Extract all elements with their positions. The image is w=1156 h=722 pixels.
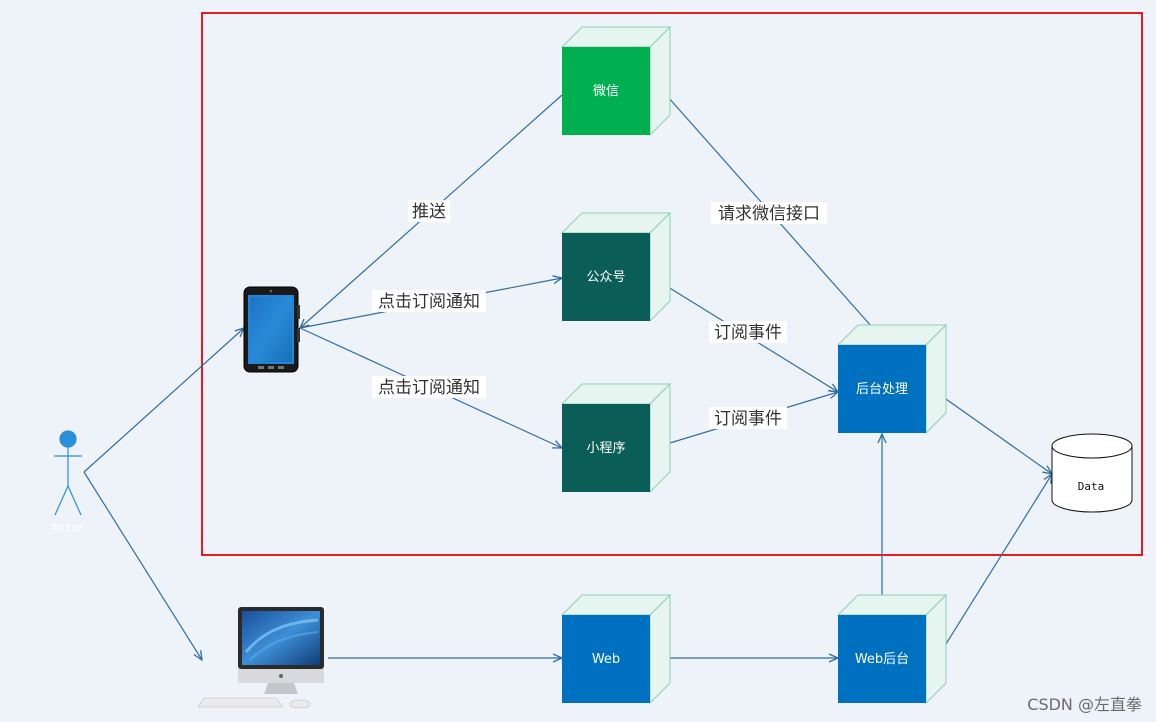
node-backend-face	[838, 345, 926, 433]
actor[interactable]: Actor	[51, 430, 85, 534]
node-backend[interactable]: 后台处理	[836, 323, 948, 435]
edge-label-subscribe-event-2: 订阅事件	[709, 407, 787, 429]
node-web-face	[562, 615, 650, 703]
svg-text:点击订阅通知: 点击订阅通知	[378, 292, 480, 312]
edge-backend-to-data	[935, 391, 1052, 474]
node-web-backend-label: Web后台	[855, 652, 909, 667]
node-wechat-label: 微信	[593, 84, 619, 99]
node-wechat-face	[562, 47, 650, 135]
node-data-label: Data	[1078, 480, 1105, 493]
edge-label-request-wechat-api: 请求微信接口	[711, 202, 827, 224]
node-web-label: Web	[592, 652, 620, 667]
svg-text:推送: 推送	[412, 202, 446, 222]
node-wechat[interactable]: 微信	[560, 25, 672, 137]
svg-text:订阅事件: 订阅事件	[714, 323, 782, 343]
edge-label-push: 推送	[408, 200, 450, 222]
node-mini-program-label: 小程序	[586, 441, 625, 456]
svg-text:点击订阅通知: 点击订阅通知	[378, 378, 480, 398]
mobile-phone-icon[interactable]	[243, 286, 300, 373]
actor-label: Actor	[51, 521, 84, 534]
svg-text:请求微信接口: 请求微信接口	[718, 204, 820, 224]
node-official-account[interactable]: 公众号	[560, 211, 672, 323]
edge-web-backend-to-data	[935, 474, 1052, 661]
svg-text:订阅事件: 订阅事件	[714, 409, 782, 429]
edge-actor-to-desktop	[83, 471, 202, 660]
actor-icon	[54, 430, 82, 516]
node-web-backend[interactable]: Web后台	[836, 593, 948, 705]
watermark-text: CSDN @左直拳	[1027, 695, 1142, 714]
node-official-account-label: 公众号	[586, 270, 625, 285]
edge-label-click-subscribe-2: 点击订阅通知	[372, 376, 486, 398]
edge-label-subscribe-event-1: 订阅事件	[709, 321, 787, 343]
edge-actor-to-phone	[83, 328, 244, 473]
wechat-boundary-box	[201, 12, 1143, 556]
node-web[interactable]: Web	[560, 593, 672, 705]
node-data-cylinder[interactable]: Data	[1051, 433, 1133, 513]
node-official-account-face	[562, 233, 650, 321]
edge-label-click-subscribe-1: 点击订阅通知	[372, 290, 486, 312]
desktop-computer-icon[interactable]	[197, 607, 324, 709]
node-mini-program[interactable]: 小程序	[560, 382, 672, 494]
node-web-backend-face	[838, 615, 926, 703]
node-backend-label: 后台处理	[856, 382, 908, 397]
node-mini-program-face	[562, 404, 650, 492]
